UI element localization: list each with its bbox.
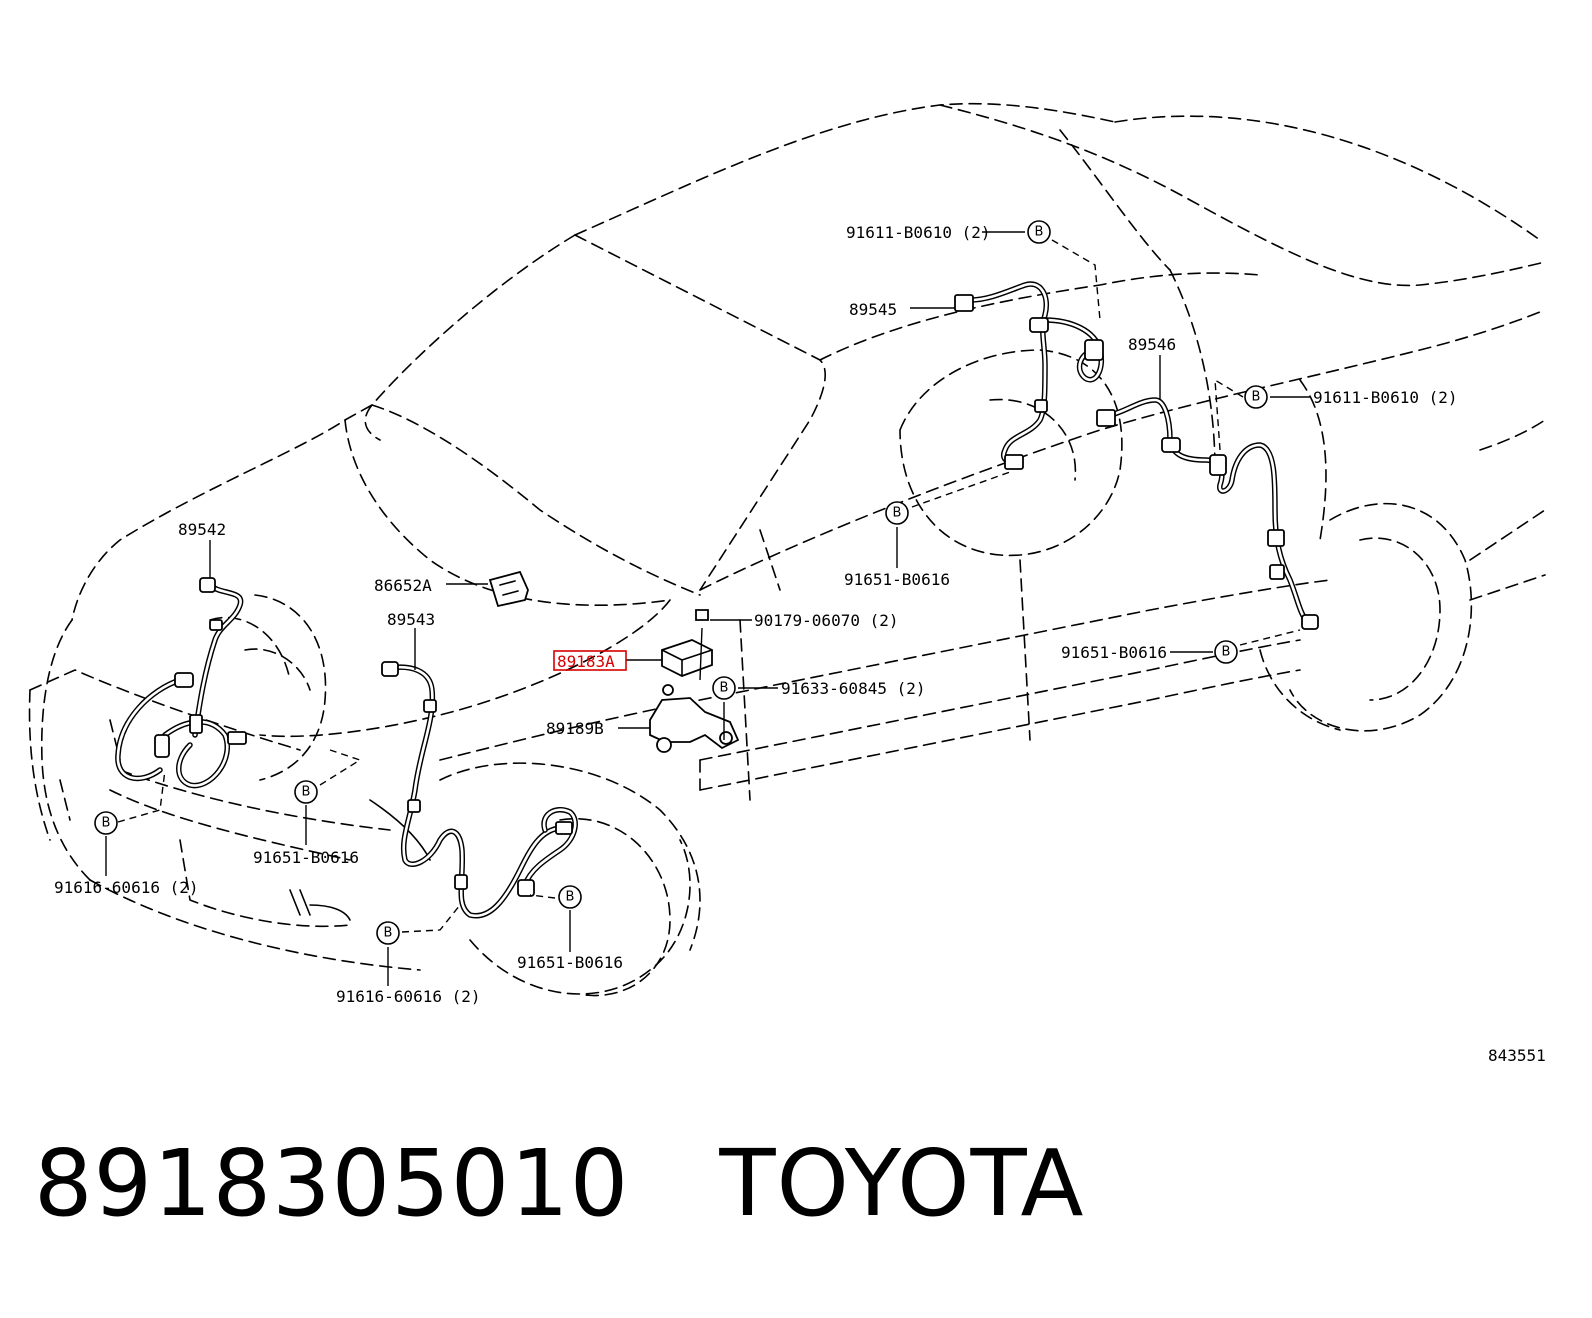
part-labels: 89542 86652A 89543 89183A 89189B 90179-0… xyxy=(54,223,1546,1065)
callout-b-91611-top: B xyxy=(1027,220,1051,244)
bracket-86652A xyxy=(488,570,529,608)
label-91651-B0616-left: 91651-B0616 xyxy=(253,848,359,867)
brand-name: TOYOTA xyxy=(719,1130,1085,1237)
label-89189B: 89189B xyxy=(546,719,604,738)
label-91651-B0616-mid: 91651-B0616 xyxy=(844,570,950,589)
callout-b-91651-left: B xyxy=(294,780,318,804)
svg-text:B: B xyxy=(1035,225,1044,240)
svg-text:B: B xyxy=(1252,390,1261,405)
highlight-box-89183A xyxy=(553,650,627,671)
label-91611-B0610-right: 91611-B0610 (2) xyxy=(1313,388,1458,407)
svg-text:B: B xyxy=(566,890,575,905)
callout-b-91611-right: B xyxy=(1244,385,1268,409)
label-91633-60845: 91633-60845 (2) xyxy=(781,679,926,698)
label-89543: 89543 xyxy=(387,610,435,629)
label-86652A: 86652A xyxy=(374,576,432,595)
front-right-sensor-wire-89543 xyxy=(381,661,578,919)
label-91611-B0610-top: 91611-B0610 (2) xyxy=(846,223,991,242)
label-89545: 89545 xyxy=(849,300,897,319)
label-89542: 89542 xyxy=(178,520,226,539)
label-89546: 89546 xyxy=(1128,335,1176,354)
rear-right-sensor-wire-89546 xyxy=(1096,397,1319,630)
label-91616-60616-left: 91616-60616 (2) xyxy=(54,878,199,897)
svg-text:B: B xyxy=(720,681,729,696)
front-left-sensor-wire-89542 xyxy=(115,577,247,789)
rear-left-sensor-wire-89545 xyxy=(954,281,1104,470)
callout-b-91651-mid: B xyxy=(885,501,909,525)
callout-b-91651-right: B xyxy=(1214,640,1238,664)
svg-text:B: B xyxy=(384,926,393,941)
callout-b-91616-left: B xyxy=(94,811,118,835)
label-91651-B0616-front: 91651-B0616 xyxy=(517,953,623,972)
svg-text:B: B xyxy=(1222,645,1231,660)
svg-text:B: B xyxy=(302,785,311,800)
callout-b-91651-front: B xyxy=(558,885,582,909)
label-90179-06070: 90179-06070 (2) xyxy=(754,611,899,630)
bracket-89189B xyxy=(649,684,740,753)
diagram-reference-number: 843551 xyxy=(1488,1046,1546,1065)
svg-text:B: B xyxy=(893,506,902,521)
part-number: 8918305010 xyxy=(34,1130,630,1237)
car-body-outline xyxy=(28,102,1546,997)
svg-text:B: B xyxy=(102,816,111,831)
callout-b-91633: B xyxy=(712,676,736,700)
sensor-89183A xyxy=(661,609,713,677)
leader-lines xyxy=(105,231,1310,986)
label-89183A[interactable]: 89183A xyxy=(557,652,615,671)
label-91616-60616-front: 91616-60616 (2) xyxy=(336,987,481,1006)
callout-b-91616-front: B xyxy=(376,921,400,945)
label-91651-B0616-right: 91651-B0616 xyxy=(1061,643,1167,662)
callout-circles: B B B B B B B B B xyxy=(94,220,1268,945)
